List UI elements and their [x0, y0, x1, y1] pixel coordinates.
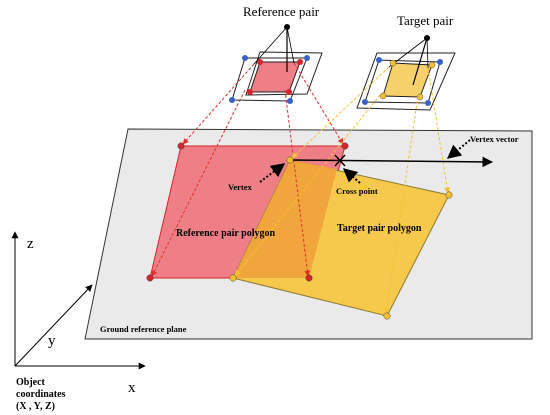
cross-point-pointer	[342, 168, 361, 184]
ground-plane-label: Ground reference plane	[100, 324, 187, 334]
target-optical-axis	[412, 37, 428, 86]
coordinate-axes	[11, 231, 146, 370]
target-pair-label: Target pair	[397, 13, 454, 28]
y-axis	[14, 284, 93, 367]
object-coordinates-line1: Object	[16, 377, 46, 388]
reference-camera-center	[284, 24, 290, 30]
cross-point-mark	[334, 154, 346, 167]
target-camera-center	[424, 35, 430, 41]
reference-polygon-vertices	[146, 142, 349, 282]
target-polygon-vertices	[229, 156, 453, 320]
vertex-vector-label: Vertex vector	[470, 134, 519, 144]
reference-image-vertices	[229, 55, 310, 104]
z-axis-label: z	[27, 236, 34, 252]
vertex-vector-pointer	[446, 139, 471, 159]
reference-image-square	[249, 61, 301, 93]
target-image-vertices	[362, 57, 443, 106]
reference-projection-rays	[151, 62, 344, 277]
target-frame-back	[356, 52, 456, 111]
object-coordinates-line3: (X , Y, Z)	[16, 401, 55, 412]
reference-ray-right	[286, 26, 295, 64]
y-axis-label: y	[48, 333, 56, 349]
object-coordinates-line2: coordinates	[16, 389, 66, 400]
target-polygon-label: Target pair polygon	[337, 223, 422, 234]
vertex-label: Vertex	[228, 182, 253, 192]
reference-ray-left	[253, 26, 288, 65]
target-image-square	[382, 62, 433, 98]
vertex-vector-arrow	[289, 156, 494, 168]
x-axis-label: x	[128, 380, 136, 396]
reference-pair-label: Reference pair	[243, 4, 320, 19]
vertex-pointer	[259, 163, 286, 183]
cross-point-label: Cross point	[336, 186, 378, 196]
target-projection-rays	[234, 66, 451, 314]
reference-frame-back	[245, 51, 323, 96]
overlap-region	[233, 160, 337, 278]
reference-polygon-label: Reference pair polygon	[176, 228, 276, 239]
target-ray-right	[426, 37, 429, 69]
